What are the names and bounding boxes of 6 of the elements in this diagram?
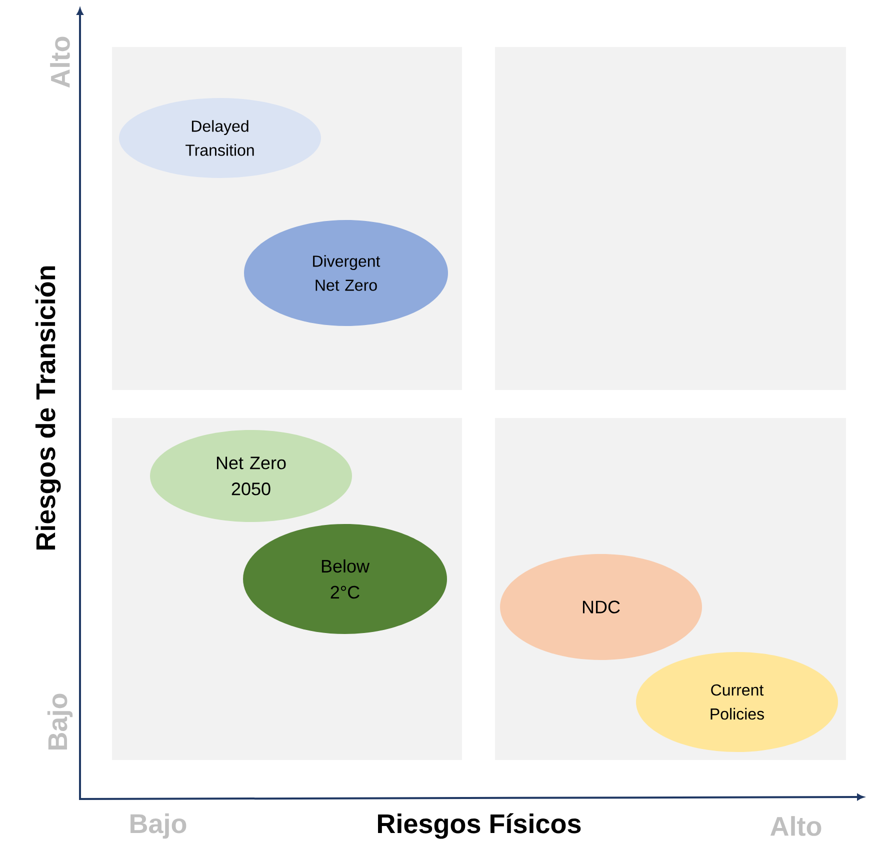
axis-title: Riesgos Físicos xyxy=(378,813,581,839)
axis-level-label: Bajo xyxy=(130,813,186,839)
axis-level-label: Bajo xyxy=(47,694,73,750)
axis-level-label: Alto xyxy=(770,816,822,836)
axis-title: Riesgos de Transición xyxy=(35,266,61,550)
axis-level-label: Alto xyxy=(50,36,70,88)
